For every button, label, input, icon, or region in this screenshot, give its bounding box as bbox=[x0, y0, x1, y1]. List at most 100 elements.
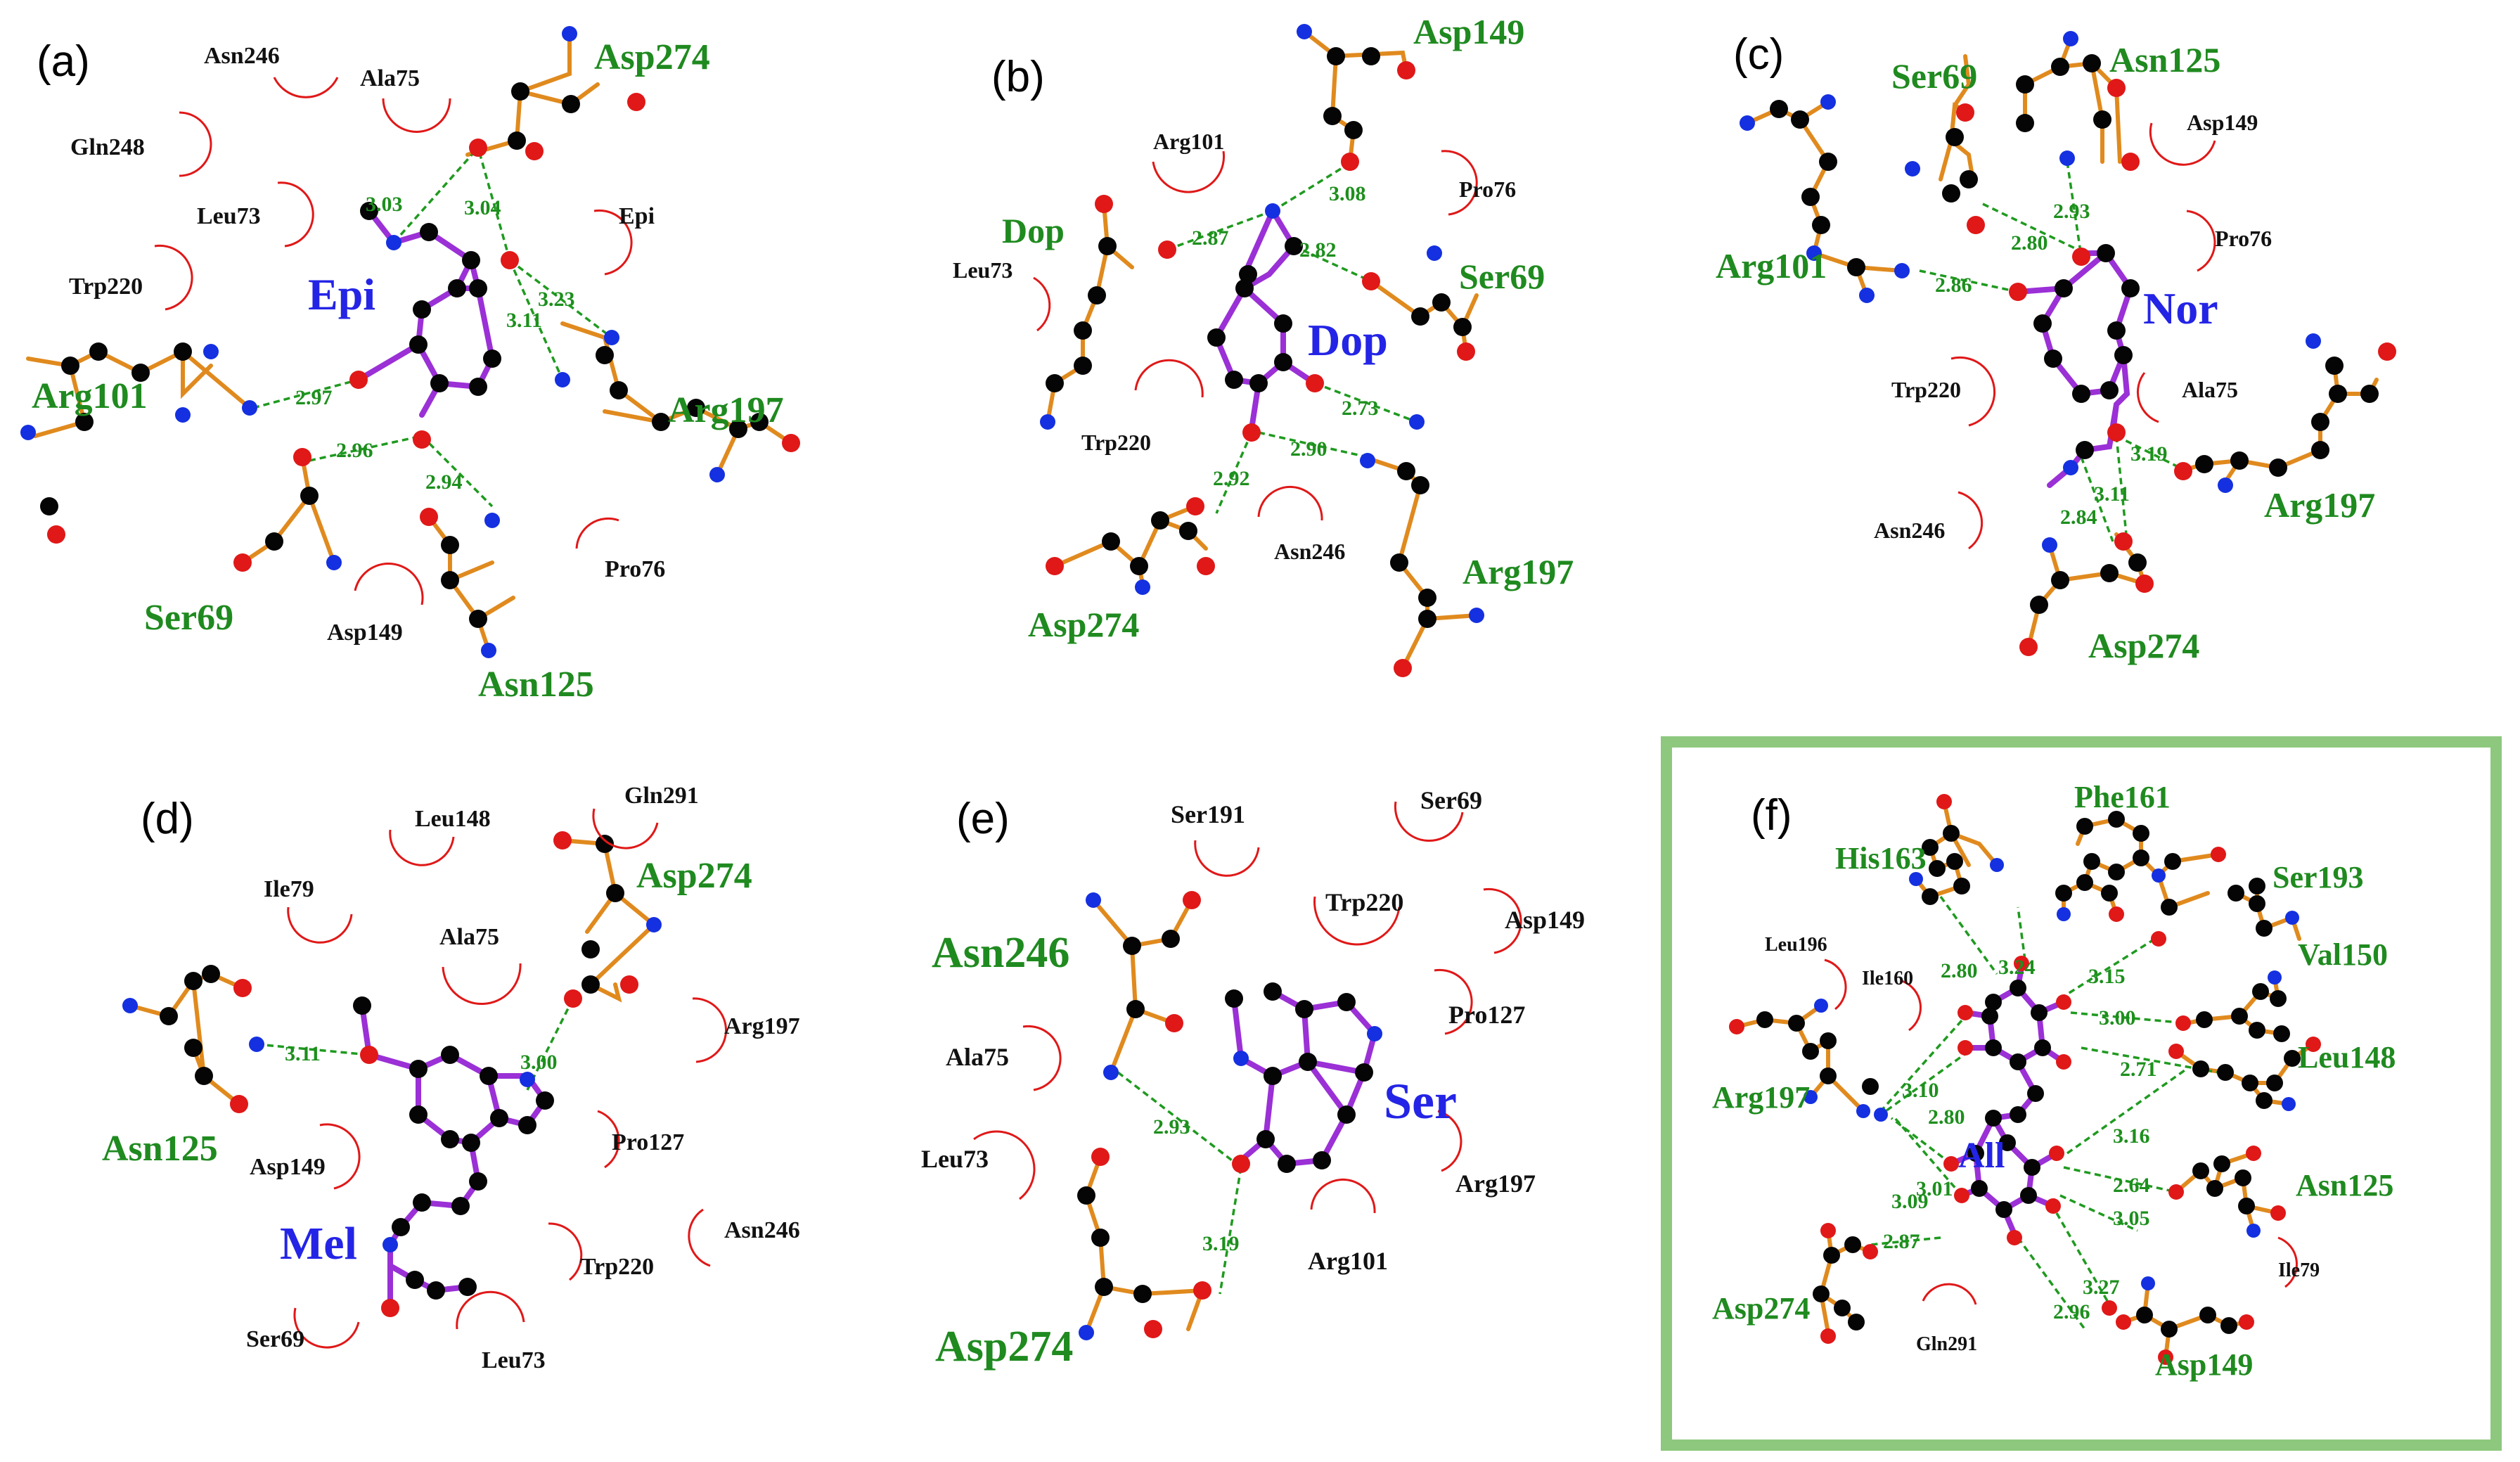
residue-label: Ser69 bbox=[1459, 257, 1545, 296]
residue-label: Arg101 bbox=[1716, 246, 1827, 286]
hydrophobic-label: Ile79 bbox=[264, 876, 314, 902]
ligand-label: Ser bbox=[1384, 1073, 1457, 1129]
hydrophobic-label: Asn246 bbox=[1274, 539, 1345, 564]
hydrophobic-label: Asp149 bbox=[2187, 110, 2258, 135]
panel-e-labels: Asn246 Asp274 Ser Ser191 Ser69 Trp220 As… bbox=[921, 786, 1585, 1371]
distance-label: 2.80 bbox=[1941, 959, 1978, 982]
residue-label: Val150 bbox=[2298, 937, 2388, 972]
distance-label: 2.93 bbox=[1153, 1115, 1190, 1139]
hydrophobic-label: Arg197 bbox=[724, 1013, 800, 1039]
panel-e-atoms bbox=[1077, 891, 1382, 1340]
panel-d-hbonds bbox=[256, 991, 578, 1091]
hydrophobic-label: Gln291 bbox=[1916, 1333, 1977, 1355]
panel-a: (a) bbox=[20, 26, 800, 705]
hydrophobic-label: Arg101 bbox=[1308, 1247, 1388, 1275]
hydrophobic-label: Gln291 bbox=[624, 783, 699, 809]
ligand-label: Dop bbox=[1308, 315, 1388, 365]
hydrophobic-label: Ala75 bbox=[946, 1043, 1009, 1071]
residue-label: Phe161 bbox=[2074, 780, 2171, 814]
ligand-label: Mel bbox=[280, 1218, 357, 1269]
residue-label: Arg101 bbox=[32, 376, 148, 416]
panel-d-hydrophobic-arcs bbox=[287, 808, 727, 1349]
hydrophobic-label: Leu73 bbox=[482, 1347, 546, 1373]
panel-b-ligand-bonds bbox=[1213, 208, 1318, 432]
panel-a-hydrophobic-arcs bbox=[154, 77, 633, 605]
distance-label: 2.87 bbox=[1883, 1230, 1920, 1253]
distance-label: 2.90 bbox=[1290, 437, 1328, 461]
panel-b-labels: Asp149 Dop Ser69 Arg197 Asp274 Dop Arg10… bbox=[953, 12, 1574, 644]
hydrophobic-label: Arg101 bbox=[1153, 129, 1224, 154]
hydrophobic-label: Ala75 bbox=[360, 65, 420, 91]
panel-e-hbonds bbox=[1117, 1071, 1242, 1295]
distance-label: 3.05 bbox=[2113, 1207, 2150, 1230]
panel-d-labels: Asp274 Asn125 Mel Gln291 Leu148 Ile79 Al… bbox=[102, 783, 800, 1373]
distance-label: 2.92 bbox=[1213, 467, 1250, 490]
hydrophobic-label: Asp149 bbox=[250, 1154, 326, 1180]
distance-label: 3.19 bbox=[1202, 1232, 1240, 1255]
panel-f: (f) bbox=[1661, 736, 2502, 1451]
hydrophobic-label: Trp220 bbox=[1081, 430, 1151, 455]
panel-c-labels: Ser69 Asn125 Arg101 Arg197 Asp274 Nor As… bbox=[1716, 40, 2375, 665]
distance-label: 3.01 bbox=[1916, 1177, 1953, 1200]
distance-label: 2.64 bbox=[2113, 1174, 2150, 1197]
distance-label: 3.27 bbox=[2083, 1276, 2120, 1299]
highlight-box bbox=[1661, 736, 2502, 1451]
hydrophobic-label: Arg197 bbox=[1455, 1169, 1536, 1198]
distance-label: 3.09 bbox=[1891, 1190, 1929, 1213]
panel-d: (d) bbox=[102, 783, 800, 1373]
panel-label-a: (a) bbox=[37, 37, 90, 86]
hydrophobic-label: Ser69 bbox=[1420, 786, 1482, 814]
panel-b-hbonds bbox=[1166, 164, 1418, 514]
panel-label-c: (c) bbox=[1733, 30, 1784, 79]
hydrophobic-label: Pro76 bbox=[605, 556, 665, 582]
distance-label: 2.97 bbox=[295, 386, 333, 409]
distance-label: 3.19 bbox=[2130, 442, 2168, 466]
panel-b-atoms bbox=[1040, 24, 1484, 677]
distance-label: 2.96 bbox=[2053, 1300, 2090, 1323]
panel-label-e: (e) bbox=[956, 795, 1010, 843]
panel-f-atoms bbox=[1729, 794, 2321, 1365]
distance-label: 2.71 bbox=[2120, 1058, 2157, 1081]
residue-label: Asn125 bbox=[2109, 40, 2220, 79]
hydrophobic-label: Epi bbox=[619, 203, 655, 229]
panel-d-atoms bbox=[122, 831, 662, 1317]
residue-label: Arg197 bbox=[1462, 552, 1574, 591]
residue-label: Ser193 bbox=[2272, 860, 2364, 894]
residue-label: Asn125 bbox=[2296, 1168, 2393, 1203]
residue-label: Leu148 bbox=[2298, 1040, 2396, 1075]
distance-label: 2.82 bbox=[1299, 238, 1337, 262]
residue-label: Asp274 bbox=[636, 856, 752, 896]
panel-c-atoms bbox=[1740, 31, 2396, 656]
hydrophobic-label: Leu148 bbox=[415, 806, 491, 832]
distance-label: 3.03 bbox=[366, 193, 403, 216]
distance-label: 3.00 bbox=[2099, 1006, 2136, 1030]
hydrophobic-label: Asn246 bbox=[1874, 518, 1945, 543]
hydrophobic-label: Asp149 bbox=[327, 620, 403, 646]
panel-e-hydrophobic-arcs bbox=[973, 801, 1522, 1214]
panel-f-hydrophobic-arcs bbox=[1824, 958, 2298, 1305]
panel-e: (e) bbox=[921, 786, 1585, 1371]
hydrophobic-label: Trp220 bbox=[1325, 888, 1403, 916]
residue-label: Asn125 bbox=[478, 665, 594, 705]
hydrophobic-label: Gln248 bbox=[70, 134, 145, 160]
panel-a-labels: Asp274 Arg101 Arg197 Ser69 Asn125 Epi As… bbox=[32, 37, 784, 705]
ligand-label: Nor bbox=[2143, 283, 2218, 333]
residue-label: Arg197 bbox=[668, 390, 784, 430]
hydrophobic-label: Ile79 bbox=[2278, 1259, 2320, 1281]
panel-c-residue-bonds bbox=[1745, 37, 2379, 649]
residue-label: Ser69 bbox=[144, 598, 233, 638]
residue-label: Asp274 bbox=[935, 1323, 1073, 1371]
residue-label: Dop bbox=[1002, 211, 1065, 250]
distance-label: 2.84 bbox=[2060, 506, 2097, 529]
hydrophobic-label: Leu73 bbox=[197, 203, 261, 229]
residue-label: His163 bbox=[1835, 841, 1927, 876]
distance-label: 3.04 bbox=[464, 196, 501, 219]
hydrophobic-label: Ser69 bbox=[246, 1326, 304, 1352]
hydrophobic-label: Trp220 bbox=[580, 1254, 654, 1280]
panel-label-d: (d) bbox=[141, 795, 194, 843]
hydrophobic-label: Leu73 bbox=[921, 1145, 989, 1173]
distance-label: 3.15 bbox=[2088, 965, 2126, 988]
distance-label: 2.80 bbox=[2011, 231, 2048, 255]
hydrophobic-label: Pro76 bbox=[1459, 177, 1516, 202]
